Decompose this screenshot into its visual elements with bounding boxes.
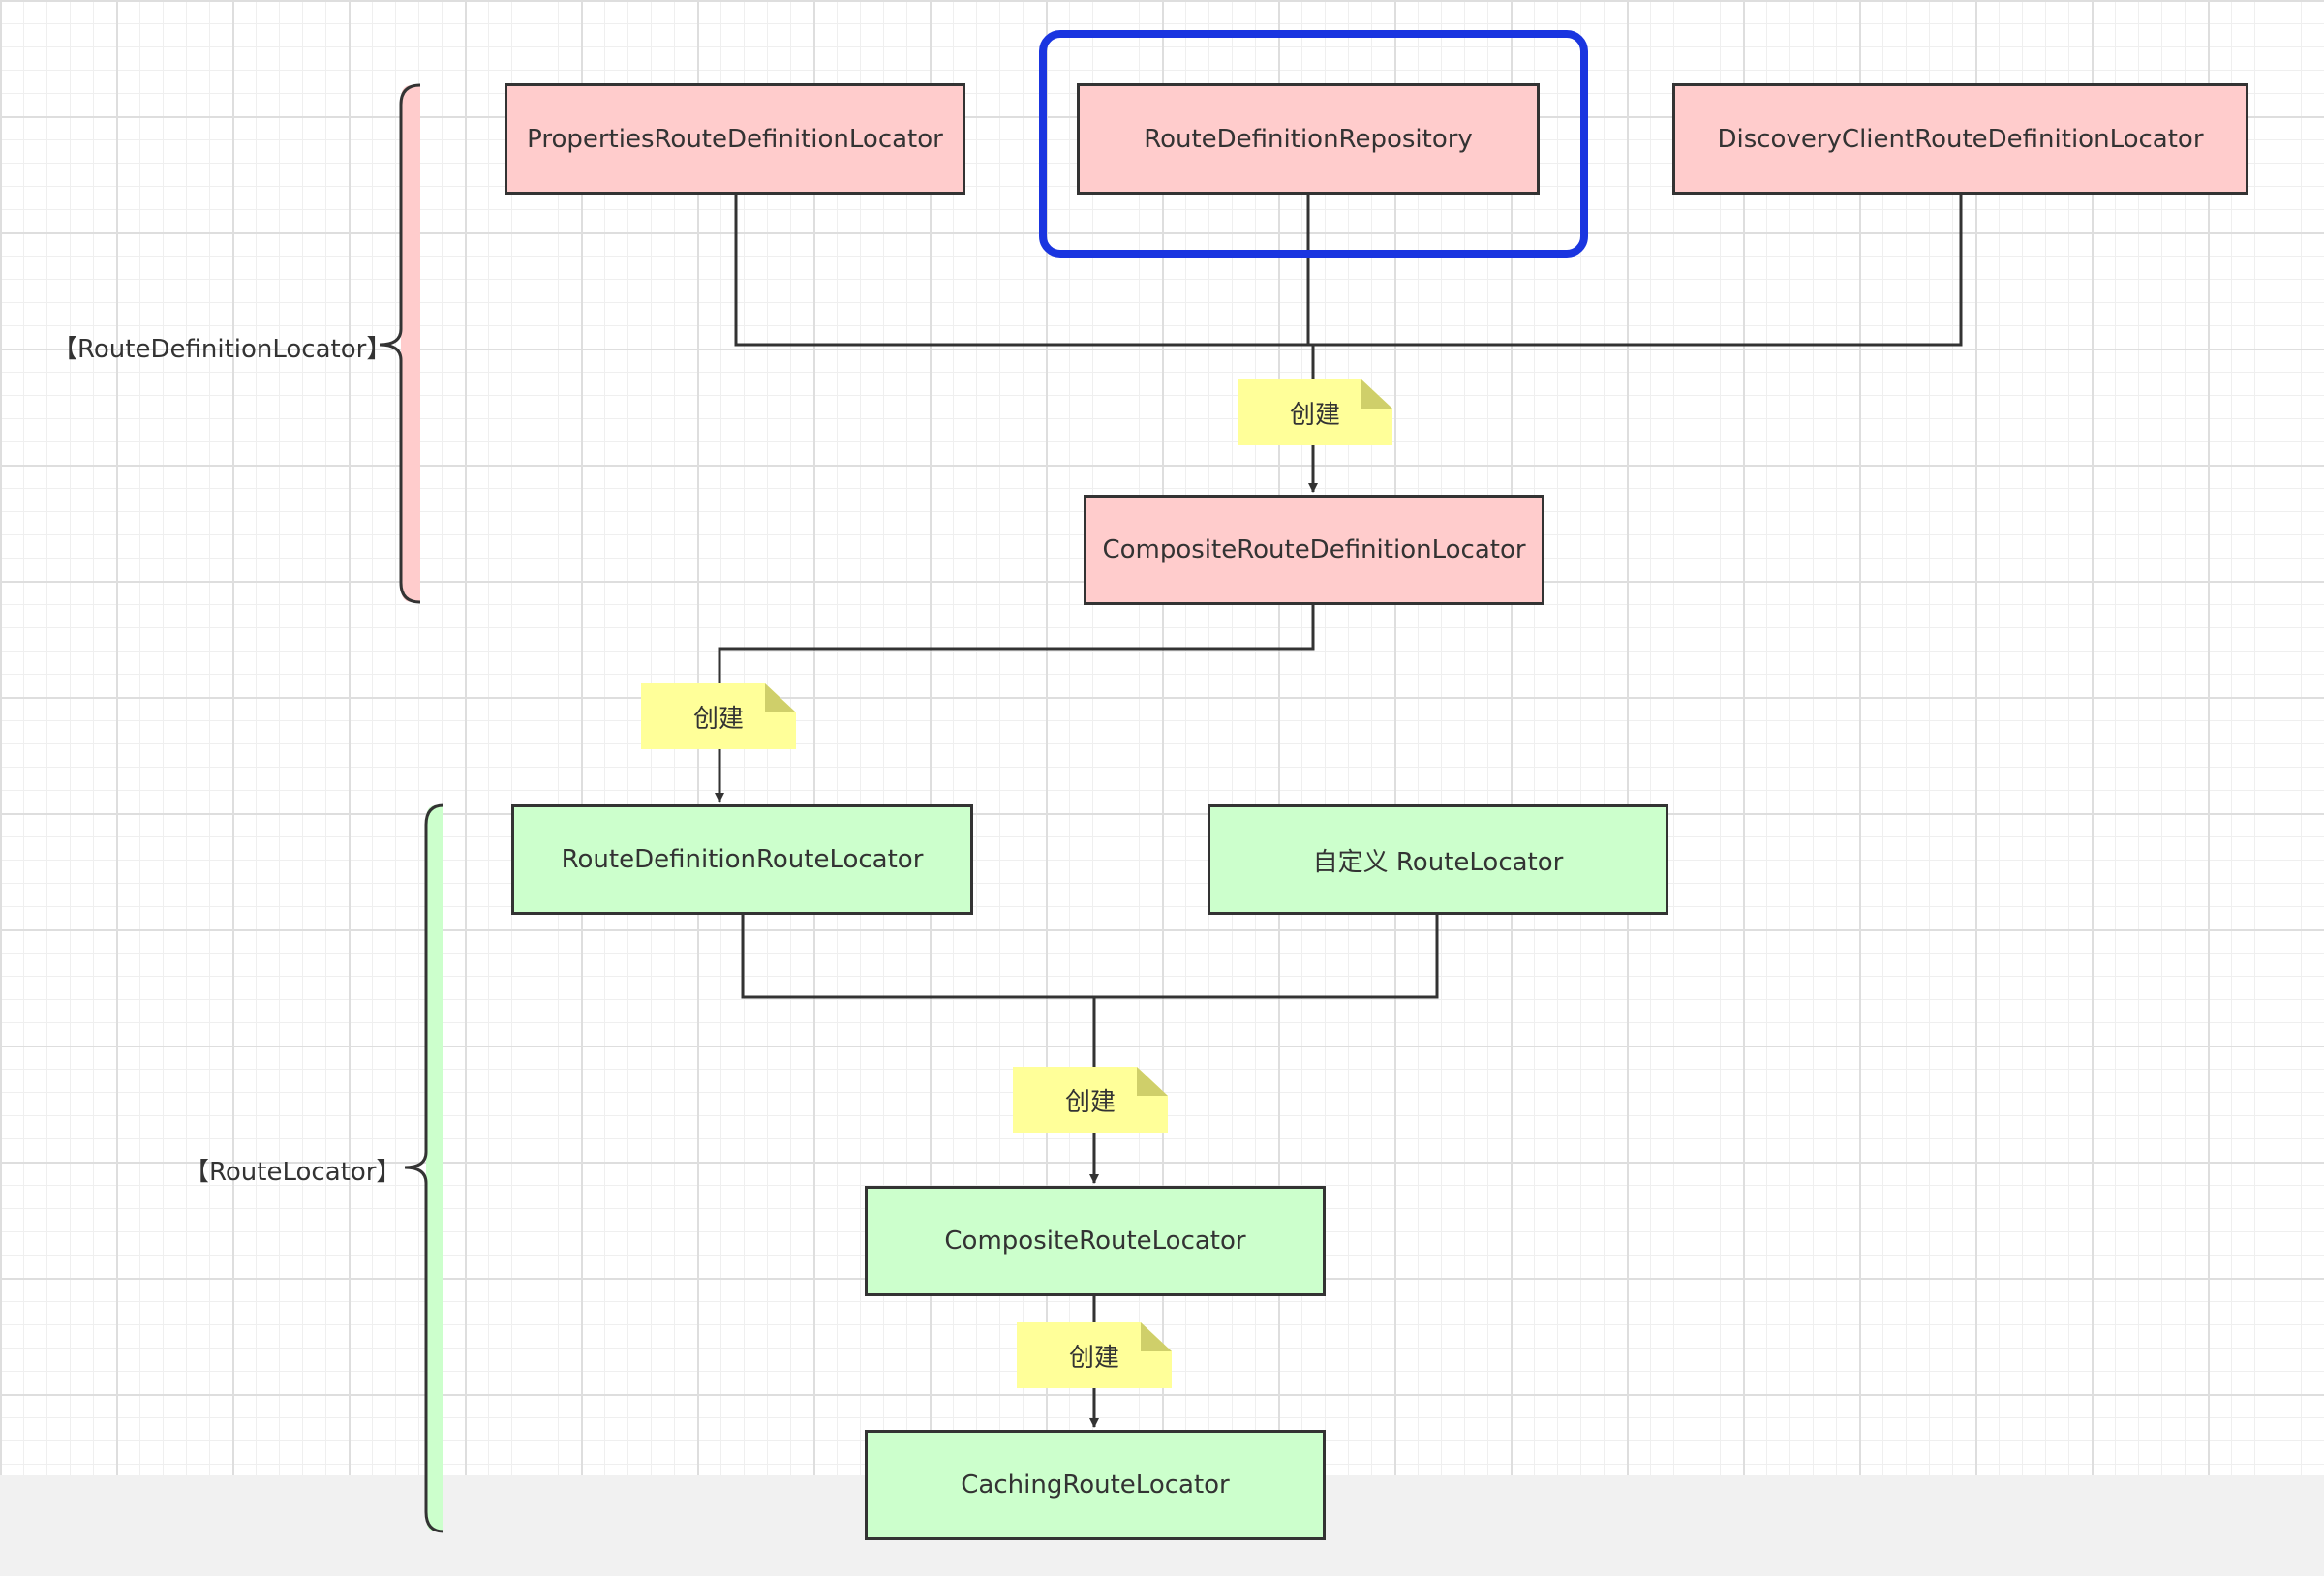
node-composite-route-definition-locator[interactable]: CompositeRouteDefinitionLocator (1084, 495, 1544, 605)
note-create-4-text: 创建 (1068, 1343, 1119, 1373)
route-definition-locator-brace (379, 83, 421, 604)
connector-properties (734, 194, 1313, 347)
route-locator-brace (404, 803, 444, 1533)
grid-background (0, 0, 2324, 1475)
node-composite-route-locator[interactable]: CompositeRouteLocator (865, 1186, 1326, 1296)
connector-discovery (1313, 194, 1963, 347)
node-discovery-client-route-definition-locator[interactable]: DiscoveryClientRouteDefinitionLocator (1672, 83, 2248, 195)
note-create-1-text: 创建 (1289, 400, 1340, 430)
node-custom-route-locator[interactable]: 自定义 RouteLocator (1208, 804, 1668, 915)
connector-definition-route-locator (741, 914, 1094, 999)
route-definition-locator-brace-fill (401, 85, 420, 602)
highlight-ring (1039, 30, 1588, 258)
node-route-definition-repository[interactable]: RouteDefinitionRepository (1077, 83, 1540, 195)
group-label-route-definition-locator: 【RouteDefinitionLocator】 (52, 335, 392, 364)
node-route-definition-route-locator[interactable]: RouteDefinitionRouteLocator (511, 804, 973, 915)
note-create-2-text: 创建 (692, 704, 744, 734)
node-properties-route-definition-locator[interactable]: PropertiesRouteDefinitionLocator (505, 83, 965, 195)
group-label-route-locator: 【RouteLocator】 (184, 1158, 402, 1187)
route-locator-brace-fill (426, 805, 443, 1531)
note-create-3-text: 创建 (1064, 1087, 1116, 1117)
arrow-to-definition-route-locator (715, 604, 1315, 803)
node-caching-route-locator[interactable]: CachingRouteLocator (865, 1430, 1326, 1540)
connector-custom (1094, 914, 1439, 999)
